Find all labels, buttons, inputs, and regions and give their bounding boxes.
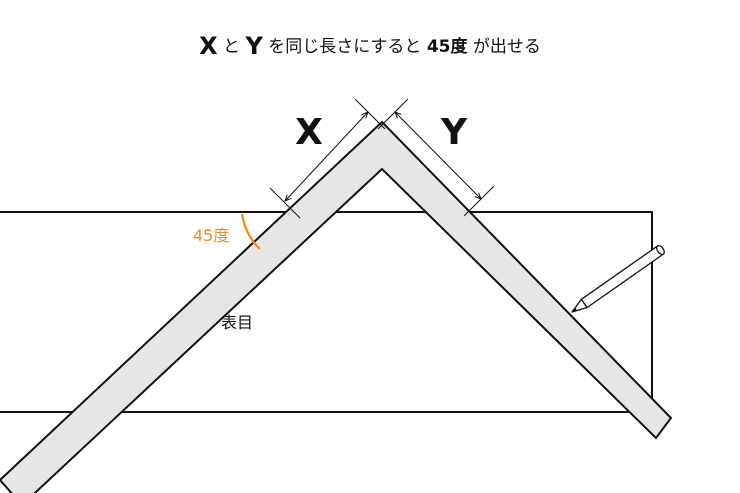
angle-label: 45度 [193, 226, 229, 245]
y-dimension-line [395, 112, 481, 199]
x-extension-bottom [269, 187, 301, 219]
x-dimension-line [285, 112, 368, 201]
y-extension-top [377, 98, 409, 130]
x-extension-top [354, 98, 386, 130]
title-end: が出せる [467, 37, 541, 57]
title-x: X [199, 32, 218, 60]
title-45: 45度 [426, 37, 468, 57]
title-middle: を同じ長さにすると [262, 37, 427, 57]
pencil-icon [571, 244, 665, 313]
x-label: X [295, 112, 323, 153]
y-extension-bottom [463, 185, 495, 217]
diagram-title: X と Y を同じ長さにすると 45度 が出せる [0, 32, 740, 60]
face-label: 表目 [221, 313, 253, 332]
angle-arc [240, 213, 261, 250]
title-to: と [217, 37, 246, 57]
title-y: Y [245, 32, 263, 60]
y-label: Y [440, 112, 468, 153]
